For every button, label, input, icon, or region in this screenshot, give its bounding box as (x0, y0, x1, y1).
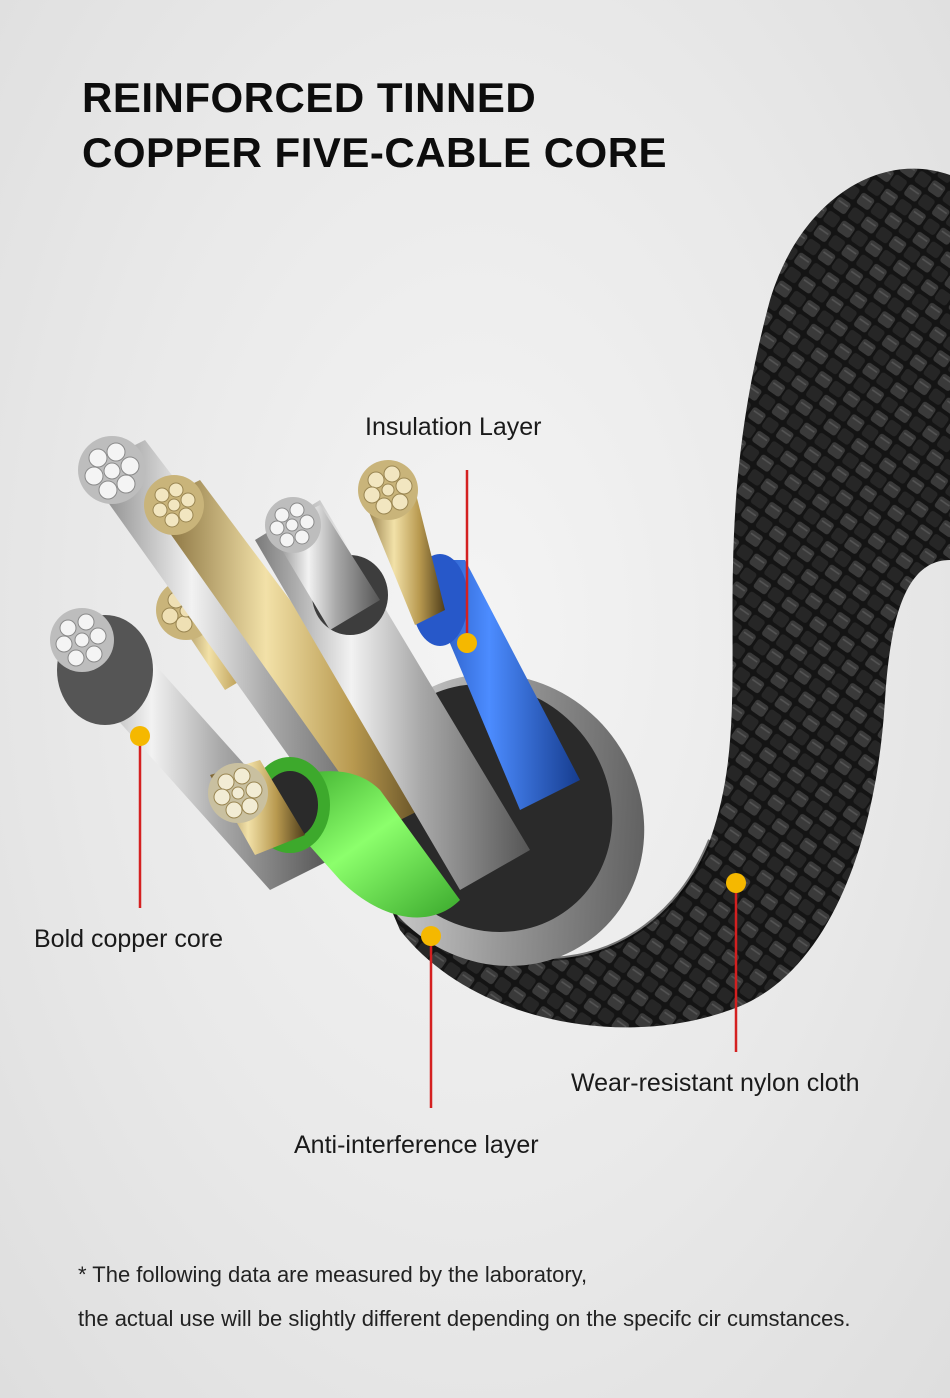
footnote-line-1: * The following data are measured by the… (78, 1262, 588, 1287)
callout-dot-anti-interference (421, 926, 441, 946)
callout-dot-insulation (457, 633, 477, 653)
label-insulation-layer: Insulation Layer (365, 413, 542, 441)
callout-dot-copper (130, 726, 150, 746)
braided-cable-body (370, 168, 950, 1028)
title-line-2: COPPER FIVE-CABLE CORE (82, 129, 668, 176)
label-anti-interference: Anti-interference layer (294, 1131, 539, 1159)
page-title: REINFORCED TINNED COPPER FIVE-CABLE CORE (82, 70, 667, 180)
footnote-line-2: the actual use will be slightly differen… (78, 1306, 851, 1331)
callout-dot-nylon (726, 873, 746, 893)
title-line-1: REINFORCED TINNED (82, 74, 537, 121)
label-nylon-cloth: Wear-resistant nylon cloth (571, 1069, 860, 1097)
label-bold-copper-core: Bold copper core (34, 925, 224, 953)
